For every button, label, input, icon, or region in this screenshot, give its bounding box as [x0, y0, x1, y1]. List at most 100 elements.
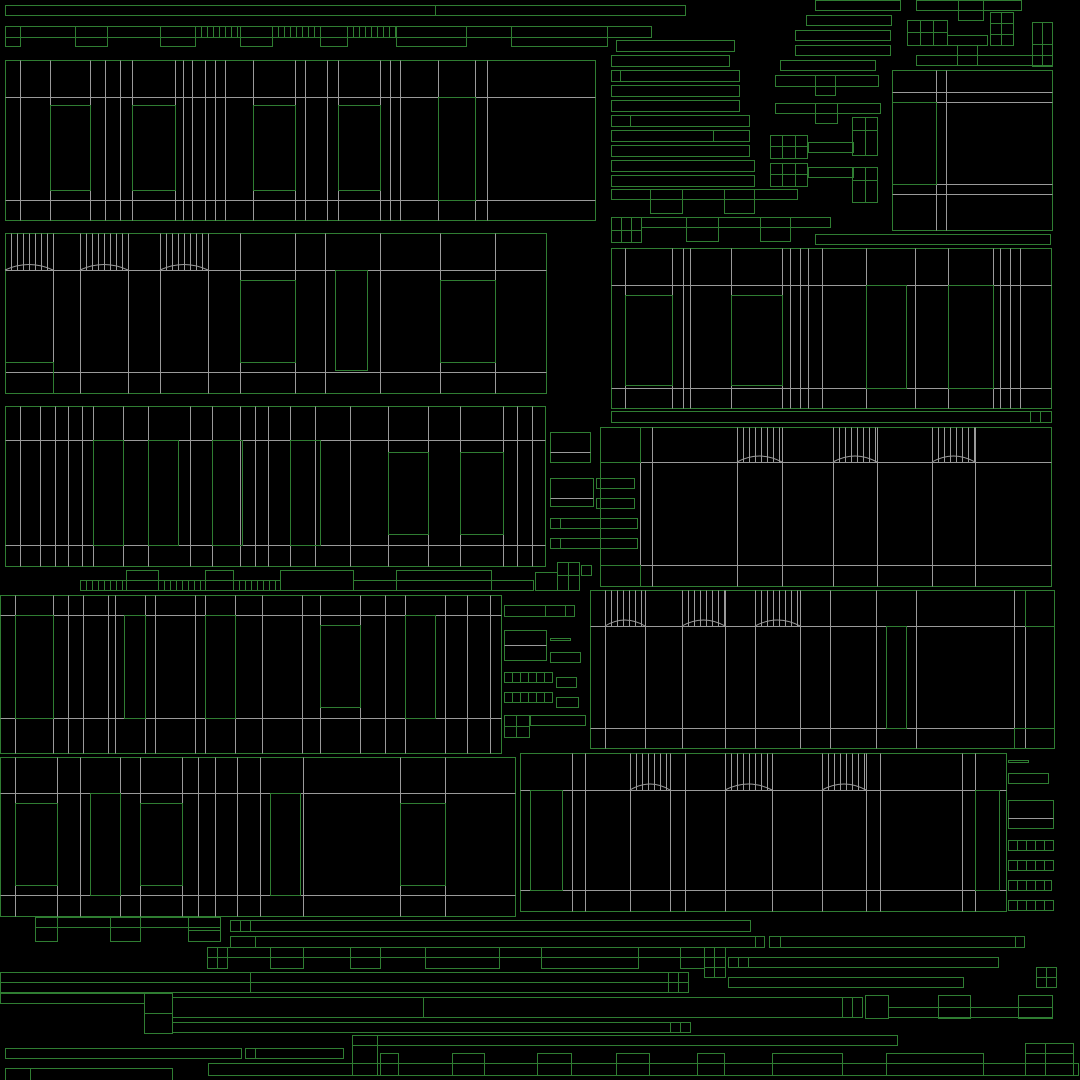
uv-face	[231, 921, 751, 932]
uv-face	[51, 106, 91, 191]
uv-face	[796, 31, 891, 41]
uv-face	[551, 519, 638, 529]
uv-face	[551, 639, 571, 641]
uv-face	[206, 616, 236, 719]
uv-face	[381, 1054, 399, 1076]
uv-face	[557, 678, 577, 688]
uv-face	[612, 190, 798, 200]
uv-face	[1009, 861, 1054, 871]
uv-face	[173, 1023, 691, 1033]
uv-face	[6, 1069, 173, 1080]
uv-face	[612, 131, 750, 142]
uv-face	[612, 146, 750, 157]
uv-face	[426, 948, 500, 969]
uv-arch-edge	[822, 784, 866, 790]
uv-face	[612, 56, 730, 67]
uv-arch-edge	[833, 456, 877, 462]
uv-face	[91, 794, 121, 896]
uv-face	[557, 698, 579, 708]
uv-face	[6, 1049, 242, 1059]
uv-face	[867, 286, 907, 389]
uv-face	[6, 407, 546, 567]
uv-face	[133, 106, 176, 191]
uv-face	[959, 1, 984, 21]
uv-face	[551, 479, 594, 507]
uv-face	[612, 101, 740, 112]
uv-face	[1, 758, 516, 917]
uv-face	[161, 27, 196, 47]
uv-face	[591, 591, 1055, 749]
uv-face	[389, 453, 429, 535]
uv-face	[1, 596, 502, 754]
uv-face	[213, 441, 243, 546]
uv-face	[796, 46, 891, 56]
uv-face	[976, 791, 1000, 891]
uv-face	[761, 218, 791, 242]
uv-island-top-strip	[6, 6, 686, 16]
uv-face	[729, 978, 964, 988]
uv-face	[612, 116, 750, 127]
uv-face	[729, 958, 999, 968]
uv-face	[441, 281, 496, 363]
uv-face	[617, 1054, 650, 1076]
uv-face	[809, 168, 854, 178]
uv-face	[461, 453, 504, 535]
uv-face	[1009, 901, 1054, 911]
uv-face	[6, 234, 547, 394]
uv-face	[601, 428, 1052, 587]
uv-face	[6, 363, 54, 394]
uv-island-facade-g	[591, 591, 1055, 749]
uv-face	[698, 1054, 725, 1076]
uv-arch-edge	[605, 620, 645, 626]
uv-face	[505, 606, 575, 617]
uv-face	[612, 71, 740, 82]
uv-face	[339, 106, 381, 191]
uv-face	[1009, 881, 1052, 891]
uv-face	[612, 86, 740, 97]
uv-face	[770, 937, 1025, 948]
uv-island-facade-a	[6, 61, 596, 221]
uv-arch-edge	[932, 456, 975, 462]
uv-face	[939, 996, 971, 1019]
uv-arch-edge	[737, 456, 782, 462]
uv-face	[781, 61, 876, 71]
uv-face	[816, 235, 1051, 245]
uv-face	[94, 441, 124, 546]
uv-face	[809, 143, 854, 153]
uv-face	[6, 6, 686, 16]
uv-face	[612, 161, 755, 172]
uv-face	[601, 428, 641, 463]
uv-face	[271, 794, 301, 896]
uv-face	[336, 271, 368, 371]
uv-arch-edge	[630, 784, 670, 790]
uv-face	[642, 218, 831, 228]
uv-face	[439, 98, 476, 201]
uv-face	[6, 27, 21, 47]
uv-face	[16, 804, 58, 886]
uv-island-strips-bottom	[1, 918, 1079, 1080]
uv-face	[111, 918, 141, 942]
uv-face	[521, 754, 1007, 912]
uv-face	[807, 16, 892, 26]
uv-face	[949, 286, 994, 389]
uv-face	[254, 106, 296, 191]
uv-island-facade-h	[1, 754, 1007, 917]
uv-face	[1019, 996, 1053, 1019]
uv-face	[612, 412, 1052, 423]
uv-island-small-pieces	[81, 433, 1054, 911]
uv-arch-edge	[755, 620, 800, 626]
uv-face	[512, 27, 608, 47]
uv-face	[893, 103, 937, 185]
uv-face	[816, 76, 836, 96]
uv-face	[206, 571, 234, 591]
uv-arch-edge	[160, 265, 208, 271]
uv-face	[351, 948, 381, 969]
uv-face	[271, 948, 304, 969]
uv-face	[406, 616, 436, 719]
uv-face	[173, 998, 863, 1018]
uv-face	[149, 441, 179, 546]
uv-face	[551, 433, 591, 463]
